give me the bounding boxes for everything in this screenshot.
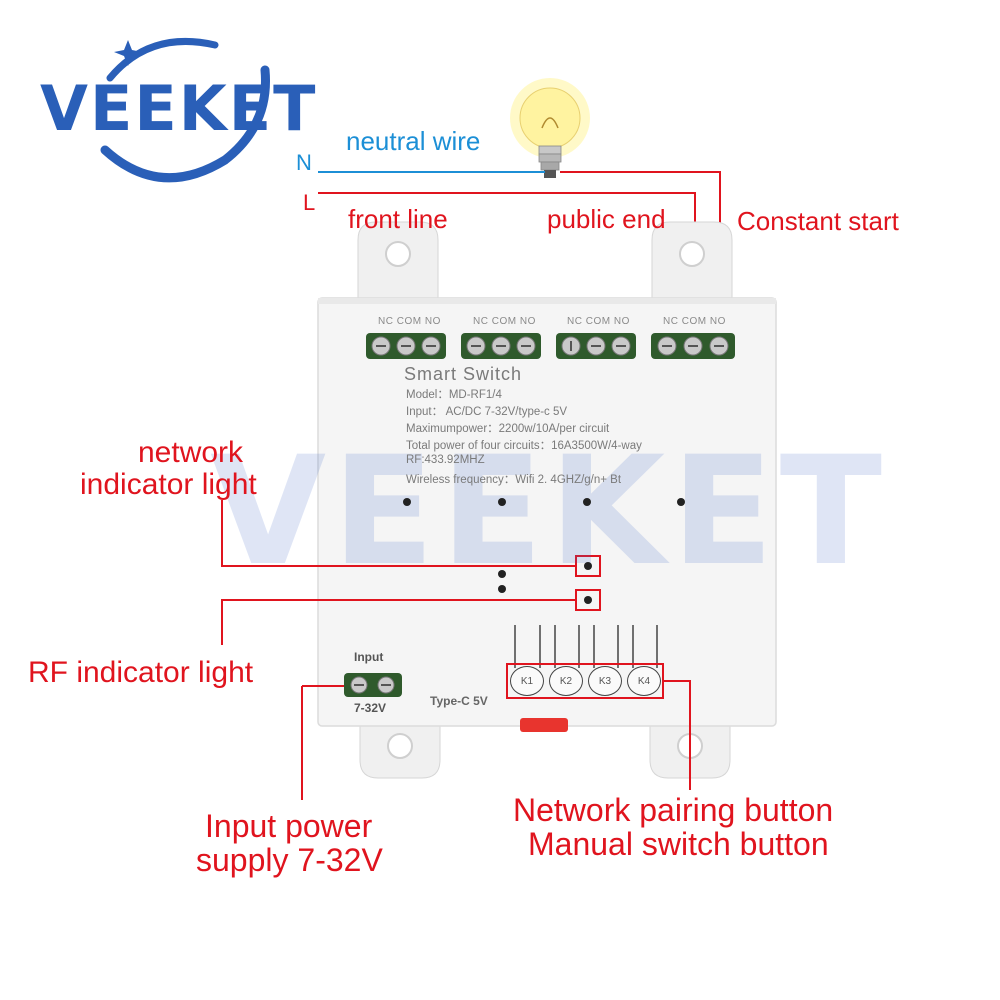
k4-button[interactable]: K4	[627, 666, 661, 696]
device-wireless: Wireless frequency：Wifi 2. 4GHZ/g/n+ Bt	[406, 474, 622, 486]
line-l-label: L	[303, 190, 316, 215]
network-indicator-label-line2: indicator light	[80, 468, 257, 501]
terminal-3-label: NC COM NO	[567, 316, 630, 327]
neutral-n-label: N	[296, 150, 312, 175]
small-dot-1	[498, 570, 506, 578]
input-terminal	[344, 673, 402, 697]
typec-label: Type-C 5V	[430, 694, 488, 708]
pairing-button-label-line1: Network pairing button	[513, 792, 834, 828]
input-label: Input	[354, 650, 384, 664]
brand-logo: VEEKET	[40, 72, 318, 145]
small-dot-2	[498, 585, 506, 593]
device-title: Smart Switch	[404, 364, 523, 384]
brand-watermark: VEEKET	[210, 425, 889, 599]
terminal-2-label: NC COM NO	[473, 316, 536, 327]
device-rf: RF:433.92MHZ	[406, 454, 485, 466]
device-max-power: Maximumpower：2200w/10A/per circuit	[406, 423, 610, 435]
k3-button[interactable]: K3	[588, 666, 622, 696]
relay-led-1	[403, 498, 411, 506]
k2-button[interactable]: K2	[549, 666, 583, 696]
relay-led-3	[583, 498, 591, 506]
voltage-label: 7-32V	[354, 701, 387, 715]
pairing-button-label-line2: Manual switch button	[528, 826, 829, 862]
device-model: Model：MD-RF1/4	[406, 389, 502, 401]
logo-swoosh-icon	[100, 37, 270, 183]
device-total-power: Total power of four circuits：16A3500W/4-…	[406, 440, 642, 452]
relay-led-2	[498, 498, 506, 506]
button-lines	[514, 625, 658, 668]
red-tab	[520, 718, 568, 732]
rf-indicator-label: RF indicator light	[28, 656, 254, 689]
terminal-1-label: NC COM NO	[378, 316, 441, 327]
light-bulb-icon	[510, 78, 590, 178]
relay-led-4	[677, 498, 685, 506]
input-power-label-line2: supply 7-32V	[196, 842, 383, 878]
network-indicator-label-line1: network	[138, 436, 244, 469]
network-indicator-led	[584, 562, 592, 570]
device-input-spec: Input： AC/DC 7-32V/type-c 5V	[406, 406, 568, 418]
callout-lines	[221, 500, 691, 800]
terminal-blocks	[366, 333, 735, 359]
front-line-label: front line	[348, 204, 448, 234]
star-icon	[114, 40, 142, 66]
public-end-label: public end	[547, 204, 666, 234]
input-power-label-line1: Input power	[205, 808, 373, 844]
k1-button[interactable]: K1	[510, 666, 544, 696]
terminal-4-label: NC COM NO	[663, 316, 726, 327]
neutral-wire-label: neutral wire	[346, 126, 481, 156]
rf-indicator-led	[584, 596, 592, 604]
constant-start-label: Constant start	[737, 206, 899, 236]
